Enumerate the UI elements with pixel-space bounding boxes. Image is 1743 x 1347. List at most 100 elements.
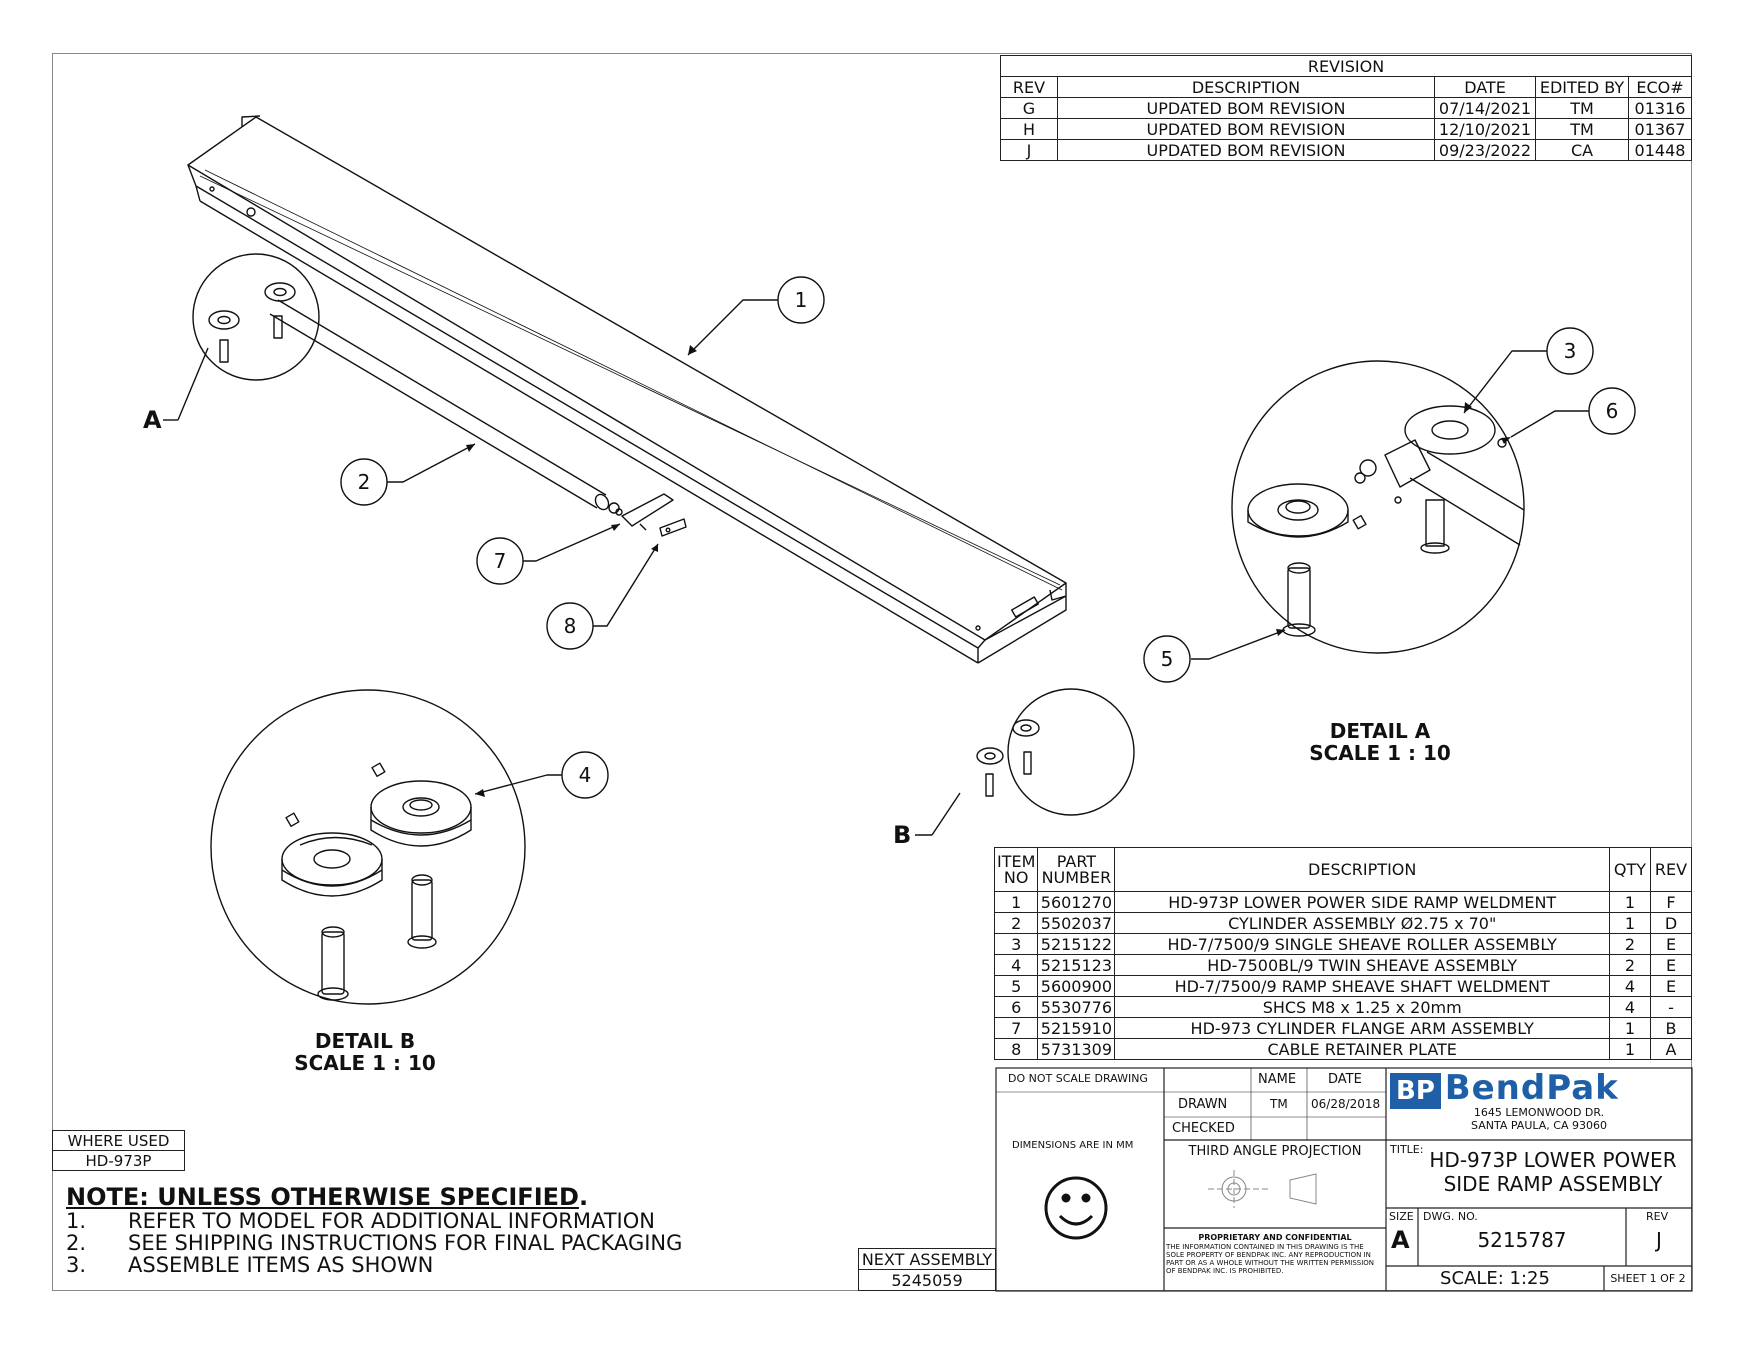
checked-label: CHECKED bbox=[1172, 1121, 1235, 1136]
where-used-box: WHERE USED HD-973P bbox=[52, 1130, 185, 1171]
drawing-title: HD-973P LOWER POWER SIDE RAMP ASSEMBLY bbox=[1418, 1148, 1688, 1196]
note-number: 2. bbox=[66, 1231, 87, 1255]
date-col-header: DATE bbox=[1434, 76, 1536, 98]
bom-description-header: DESCRIPTION bbox=[1114, 847, 1610, 892]
description-col-header: DESCRIPTION bbox=[1057, 76, 1435, 98]
name-header: NAME bbox=[1258, 1072, 1297, 1087]
notes-heading: NOTE: UNLESS OTHERWISE SPECIFIED. bbox=[66, 1183, 682, 1211]
detail-a-caption: DETAIL A SCALE 1 : 10 bbox=[1290, 720, 1470, 764]
balloon-7-label: 7 bbox=[494, 549, 507, 573]
balloon-1 bbox=[777, 276, 825, 324]
note-text: ASSEMBLE ITEMS AS SHOWN bbox=[128, 1253, 434, 1277]
ramp-weldment bbox=[187, 115, 1067, 664]
cylinder-assembly bbox=[269, 299, 623, 516]
rev-cell: A bbox=[1650, 1038, 1692, 1060]
note-number: 3. bbox=[66, 1253, 87, 1277]
part-cell: 5731309 bbox=[1037, 1038, 1116, 1060]
notes-heading-text: NOTE: UNLESS OTHERWISE SPECIFIED bbox=[66, 1183, 579, 1211]
dwg-no-label: DWG. NO. bbox=[1423, 1210, 1478, 1223]
table-row: G UPDATED BOM REVISION 07/14/2021 TM 013… bbox=[1000, 97, 1692, 119]
detail-b-view bbox=[210, 689, 526, 1005]
general-notes: NOTE: UNLESS OTHERWISE SPECIFIED. 1.REFE… bbox=[66, 1183, 683, 1277]
balloon-7 bbox=[476, 537, 524, 585]
drawn-name: TM bbox=[1270, 1097, 1288, 1111]
balloon-4-label: 4 bbox=[579, 763, 592, 787]
sheet-number: SHEET 1 OF 2 bbox=[1610, 1272, 1686, 1285]
where-used-value: HD-973P bbox=[52, 1150, 185, 1171]
balloon-2-label: 2 bbox=[358, 470, 371, 494]
description-cell: CABLE RETAINER PLATE bbox=[1114, 1038, 1610, 1060]
rev-cell: H bbox=[1000, 118, 1058, 140]
do-not-scale: DO NOT SCALE DRAWING bbox=[1008, 1072, 1148, 1085]
leader-arrowheads bbox=[466, 345, 1511, 797]
table-row: H UPDATED BOM REVISION 12/10/2021 TM 013… bbox=[1000, 118, 1692, 140]
where-used-label: WHERE USED bbox=[52, 1130, 185, 1151]
part-number-header: PART NUMBER bbox=[1037, 847, 1116, 892]
company-address: 1645 LEMONWOOD DR. SANTA PAULA, CA 93060 bbox=[1390, 1106, 1688, 1132]
eco-cell: 01367 bbox=[1628, 118, 1692, 140]
item-no-header: ITEM NO bbox=[993, 847, 1039, 892]
part-cell: 5215123 bbox=[1037, 954, 1116, 976]
part-cell: 5215910 bbox=[1037, 1017, 1116, 1039]
rev-value: J bbox=[1656, 1228, 1662, 1252]
size-label: SIZE bbox=[1389, 1210, 1414, 1223]
part-cell: 5215122 bbox=[1037, 933, 1116, 955]
detail-b-letter: B bbox=[893, 821, 911, 849]
smiley-icon bbox=[1044, 1176, 1108, 1240]
table-row: J UPDATED BOM REVISION 09/23/2022 CA 014… bbox=[1000, 139, 1692, 161]
description-cell: UPDATED BOM REVISION bbox=[1057, 118, 1435, 140]
description-cell: HD-7500BL/9 TWIN SHEAVE ASSEMBLY bbox=[1114, 954, 1610, 976]
detail-a-title: DETAIL A bbox=[1329, 719, 1431, 743]
drawn-date: 06/28/2018 bbox=[1311, 1097, 1381, 1111]
eco-col-header: ECO# bbox=[1628, 76, 1692, 98]
bendpak-logo: BP BendPak bbox=[1390, 1070, 1688, 1110]
detail-a-callout-circle bbox=[163, 253, 320, 421]
bom-rev-header: REV bbox=[1650, 847, 1692, 892]
description-cell: UPDATED BOM REVISION bbox=[1057, 139, 1435, 161]
detail-b-title: DETAIL B bbox=[314, 1029, 416, 1053]
detail-a-view bbox=[1231, 360, 1525, 654]
note-text: REFER TO MODEL FOR ADDITIONAL INFORMATIO… bbox=[128, 1209, 655, 1233]
balloon-4 bbox=[561, 751, 609, 799]
balloon-5-label: 5 bbox=[1161, 647, 1174, 671]
note-text: SEE SHIPPING INSTRUCTIONS FOR FINAL PACK… bbox=[128, 1231, 683, 1255]
confidential-title: PROPRIETARY AND CONFIDENTIAL bbox=[1198, 1233, 1352, 1242]
notes-heading-period: . bbox=[578, 1183, 589, 1211]
eco-cell: 01448 bbox=[1628, 139, 1692, 161]
next-assembly-box: NEXT ASSEMBLY 5245059 bbox=[858, 1248, 996, 1291]
rev-cell: G bbox=[1000, 97, 1058, 119]
balloon-2 bbox=[340, 458, 388, 506]
logo-text: BendPak bbox=[1444, 1068, 1619, 1108]
bill-of-materials-table: ITEM NO PART NUMBER DESCRIPTION QTY REV … bbox=[993, 847, 1692, 1060]
balloon-6 bbox=[1588, 387, 1636, 435]
balloon-6-label: 6 bbox=[1606, 399, 1619, 423]
detail-b-caption: DETAIL B SCALE 1 : 10 bbox=[275, 1030, 455, 1074]
balloon-8-label: 8 bbox=[564, 614, 577, 638]
detail-a-letter: A bbox=[143, 406, 162, 434]
detail-b-callout-circle bbox=[915, 688, 1135, 836]
title-label: TITLE: bbox=[1390, 1143, 1424, 1156]
drawing-title-line-1: HD-973P LOWER POWER bbox=[1429, 1148, 1677, 1172]
item-cell: 1 bbox=[993, 891, 1039, 913]
projection-symbol-icon bbox=[1208, 1170, 1317, 1208]
date-cell: 09/23/2022 bbox=[1434, 139, 1536, 161]
description-cell: HD-973 CYLINDER FLANGE ARM ASSEMBLY bbox=[1114, 1017, 1610, 1039]
next-assembly-value: 5245059 bbox=[858, 1269, 996, 1291]
part-cell: 5600900 bbox=[1037, 975, 1116, 997]
balloon-5 bbox=[1143, 635, 1191, 683]
balloon-1-label: 1 bbox=[795, 288, 808, 312]
flange-arm-and-plate bbox=[621, 493, 687, 537]
date-header: DATE bbox=[1328, 1072, 1362, 1087]
drawn-label: DRAWN bbox=[1178, 1097, 1228, 1112]
item-cell: 7 bbox=[993, 1017, 1039, 1039]
eco-cell: 01316 bbox=[1628, 97, 1692, 119]
balloon-8 bbox=[546, 602, 594, 650]
address-line-1: 1645 LEMONWOOD DR. bbox=[1473, 1106, 1605, 1119]
edited-by-col-header: EDITED BY bbox=[1535, 76, 1629, 98]
note-item: 1.REFER TO MODEL FOR ADDITIONAL INFORMAT… bbox=[66, 1210, 682, 1232]
dimensions-note: DIMENSIONS ARE IN MM bbox=[1012, 1140, 1134, 1151]
